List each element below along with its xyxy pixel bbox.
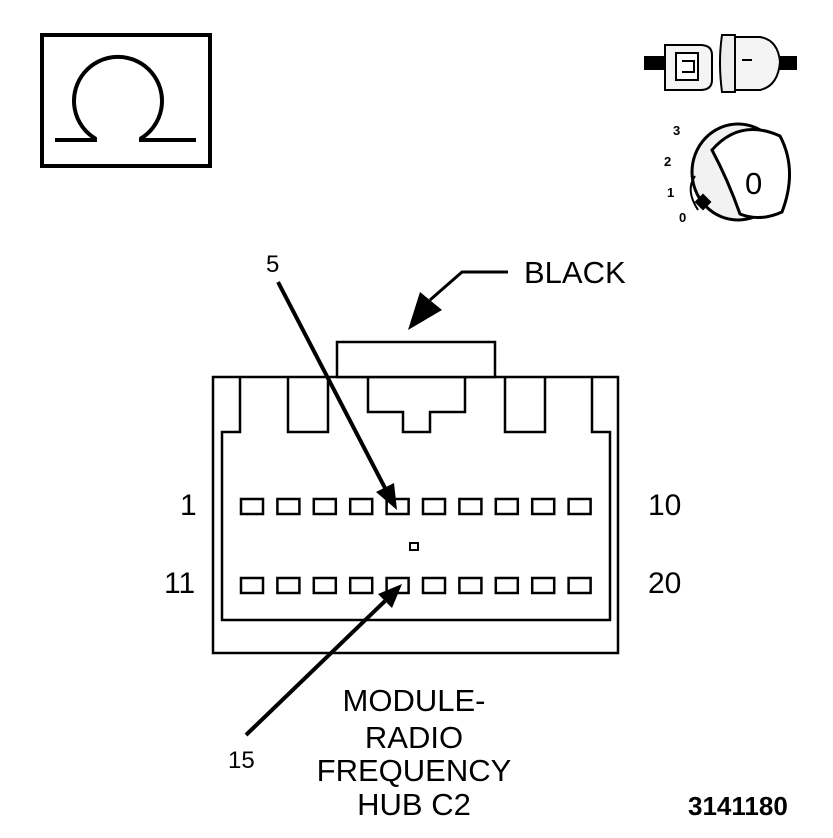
caption-line-4: HUB C2 xyxy=(357,787,471,822)
connector-caption: MODULE- RADIO FREQUENCY HUB C2 xyxy=(317,683,512,822)
pin-5-pointer-arrow xyxy=(276,281,397,510)
polarization-mark xyxy=(409,542,419,551)
pin-cavity-18 xyxy=(494,576,520,595)
pin-cavity-16 xyxy=(421,576,447,595)
black-color-callout xyxy=(408,270,508,330)
connector-color-label: BLACK xyxy=(524,255,626,290)
pin-label-1: 1 xyxy=(180,489,197,522)
ignition-key-off-icon: 3 2 1 0 0 xyxy=(664,122,792,225)
ignition-position-3: 3 xyxy=(673,123,680,138)
pin-cavity-4 xyxy=(348,497,374,516)
ignition-position-2: 2 xyxy=(664,154,671,169)
pin-cavity-12 xyxy=(276,576,301,595)
pin-cavity-13 xyxy=(312,576,338,595)
ignition-key-label: 0 xyxy=(745,166,762,201)
ignition-position-0: 0 xyxy=(679,210,686,225)
pin-15-pointer-arrow xyxy=(244,584,402,737)
caption-line-2: RADIO xyxy=(365,720,463,755)
pin-cavity-20 xyxy=(567,576,592,595)
caption-line-1: MODULE- xyxy=(343,683,486,718)
pin-cavity-8 xyxy=(494,497,520,516)
pin-cavity-7 xyxy=(458,497,483,516)
figure-id: 3141180 xyxy=(688,791,788,821)
disconnected-connector-icon xyxy=(644,34,797,93)
pin-cavity-9 xyxy=(530,497,556,516)
pin-cavity-10 xyxy=(567,497,592,516)
pin-5-pointer-label: 5 xyxy=(266,251,279,278)
bottom-pin-row xyxy=(239,576,592,595)
pin-15-pointer-label: 15 xyxy=(228,747,255,774)
pin-cavity-1 xyxy=(239,497,265,516)
pin-cavity-17 xyxy=(458,576,483,595)
pin-label-20: 20 xyxy=(648,567,681,600)
ignition-position-1: 1 xyxy=(667,185,674,200)
pin-cavity-11 xyxy=(239,576,265,595)
caption-line-3: FREQUENCY xyxy=(317,753,512,788)
top-pin-row xyxy=(239,497,592,516)
pin-cavity-14 xyxy=(348,576,374,595)
pin-label-11: 11 xyxy=(164,567,195,600)
ohmmeter-symbol-icon xyxy=(40,33,212,168)
pin-cavity-19 xyxy=(530,576,556,595)
connector-body xyxy=(211,340,620,655)
pin-label-10: 10 xyxy=(648,489,681,522)
pin-cavity-3 xyxy=(312,497,338,516)
pin-cavity-6 xyxy=(421,497,447,516)
pin-cavity-2 xyxy=(276,497,301,516)
